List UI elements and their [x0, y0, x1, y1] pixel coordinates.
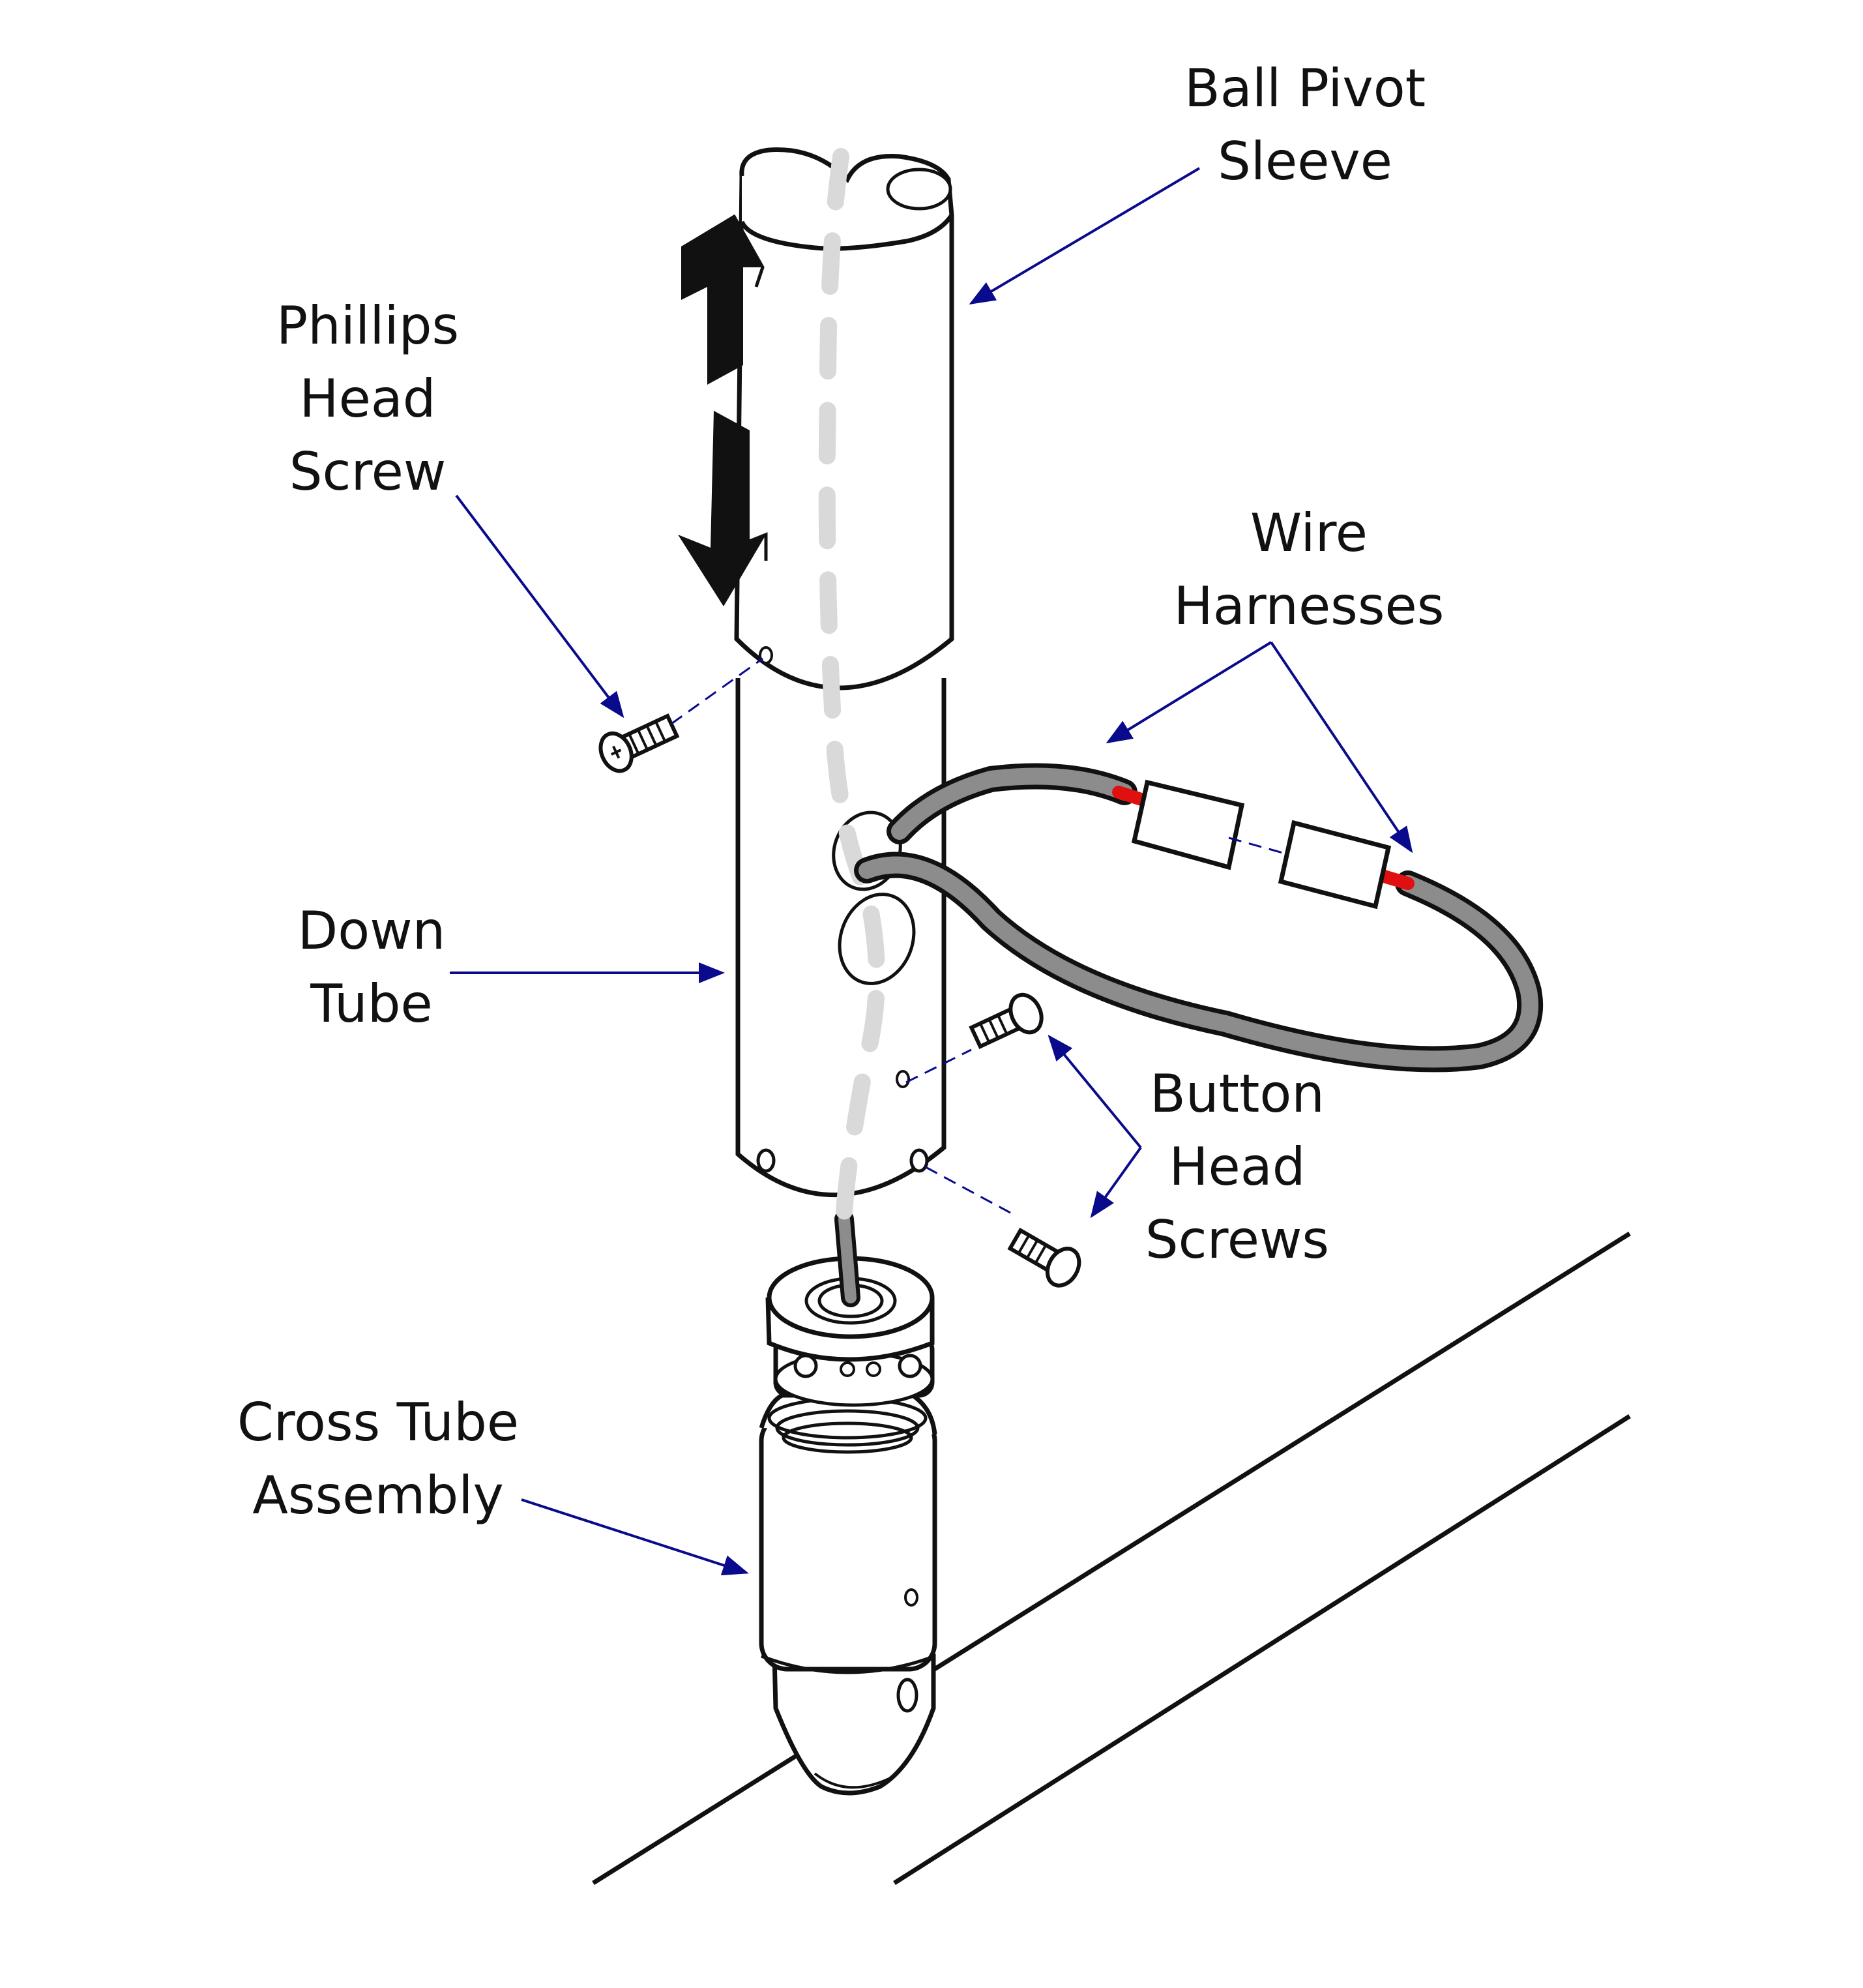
leader-arrows: [450, 167, 1413, 1576]
floor-rail: [592, 1232, 1631, 1885]
leader-phillips-head-screw: [455, 494, 624, 719]
harness-connector-left: [1131, 779, 1245, 870]
leader-button-head-screws: [1048, 1034, 1142, 1149]
leader-wire-harnesses: [1106, 641, 1272, 744]
label-phillips-head-screw: Phillips Head Screw: [276, 295, 460, 502]
label-cross-tube-assembly: Cross Tube Assembly: [237, 1392, 520, 1526]
label-wire-harnesses: Wire Harnesses: [1173, 503, 1445, 636]
button-head-screw-upper: [969, 992, 1044, 1049]
cross-tube-assembly: [759, 1256, 937, 1796]
ball-pivot-sleeve: [734, 147, 954, 690]
down-tube: [735, 678, 946, 1197]
label-ball-pivot-sleeve: Ball Pivot Sleeve: [1184, 58, 1426, 192]
leader-ball-pivot-sleeve: [969, 167, 1201, 305]
slide-up-arrow: [681, 214, 765, 385]
phillips-head-screw: [598, 713, 680, 773]
button-head-screw-lower: [1007, 1227, 1081, 1288]
label-down-tube: Down Tube: [297, 900, 446, 1034]
internal-wire-path: [818, 148, 885, 1221]
leader-cross-tube-assembly: [521, 1498, 749, 1576]
slide-down-arrow: [678, 411, 768, 606]
harness-connector-right: [1278, 820, 1392, 910]
label-button-head-screws: Button Head Screws: [1145, 1063, 1330, 1270]
